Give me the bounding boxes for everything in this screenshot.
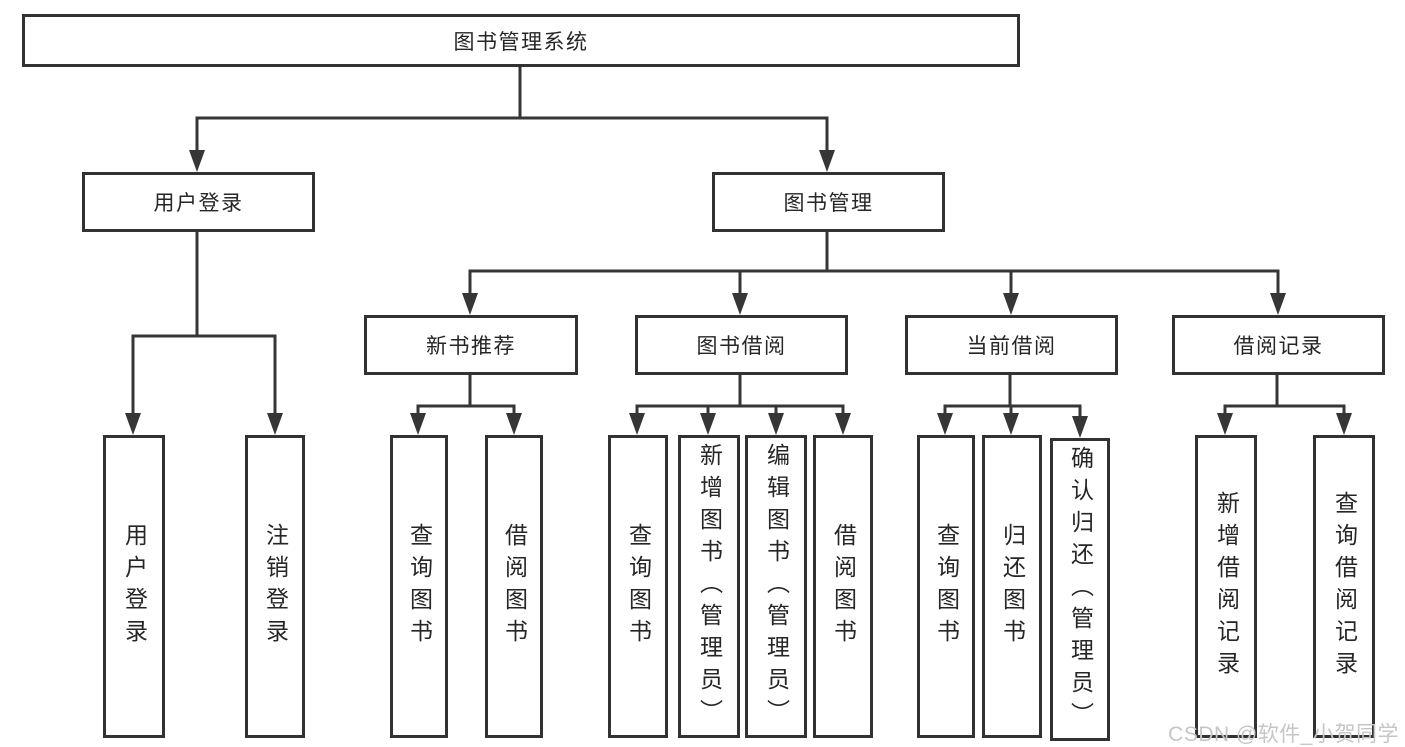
leaf-current-confirm-admin-label: 确认归还（管理员）	[1067, 445, 1094, 734]
leaf-current-return: 归还图书	[982, 435, 1042, 738]
connector-current-borrow-to-leaves	[937, 373, 1088, 438]
node-user-login-label: 用户登录	[153, 192, 244, 215]
leaf-records-add-label: 新增借阅记录	[1213, 490, 1240, 683]
leaf-borrow-add-admin: 新增图书（管理员）	[678, 435, 740, 738]
connector-borrow-records-to-leaves	[1217, 373, 1352, 435]
leaf-current-query: 查询图书	[917, 435, 975, 738]
node-root-system: 图书管理系统	[22, 14, 1020, 67]
leaf-borrow-query: 查询图书	[608, 435, 668, 738]
node-new-book-recommend-label: 新书推荐	[426, 335, 516, 358]
leaf-logout: 注销登录	[245, 435, 305, 738]
node-borrowing-records-label: 借阅记录	[1233, 335, 1324, 358]
leaf-borrow-book: 借阅图书	[813, 435, 873, 738]
leaf-borrow-query-label: 查询图书	[625, 522, 652, 651]
connector-root-to-level2	[189, 65, 835, 172]
leaf-current-confirm-admin: 确认归还（管理员）	[1050, 438, 1110, 741]
connector-book-management-to-level3	[462, 230, 1286, 315]
connector-user-login-to-leaves	[125, 230, 283, 435]
leaf-borrow-edit-admin-label: 编辑图书（管理员）	[763, 442, 790, 731]
leaf-newbooks-borrow: 借阅图书	[485, 435, 543, 738]
leaf-newbooks-query: 查询图书	[390, 435, 448, 738]
leaf-current-query-label: 查询图书	[933, 522, 960, 651]
node-current-borrowing-label: 当前借阅	[966, 335, 1057, 358]
leaf-borrow-edit-admin: 编辑图书（管理员）	[745, 435, 807, 738]
leaf-records-query: 查询借阅记录	[1313, 435, 1375, 738]
leaf-current-return-label: 归还图书	[999, 522, 1026, 651]
node-book-management: 图书管理	[712, 172, 945, 232]
leaf-records-add: 新增借阅记录	[1195, 435, 1257, 738]
leaf-newbooks-borrow-label: 借阅图书	[501, 522, 528, 651]
node-root-system-label: 图书管理系统	[453, 30, 589, 54]
connector-new-books-to-leaves	[410, 373, 522, 435]
node-borrowing-records: 借阅记录	[1172, 315, 1385, 375]
connector-book-borrow-to-leaves	[629, 373, 851, 435]
node-book-borrowing-label: 图书借阅	[696, 335, 787, 358]
leaf-borrow-book-label: 借阅图书	[830, 522, 857, 651]
node-current-borrowing: 当前借阅	[905, 315, 1118, 375]
leaf-user-login-label: 用户登录	[121, 522, 148, 651]
node-user-login: 用户登录	[82, 172, 315, 232]
leaf-borrow-add-admin-label: 新增图书（管理员）	[696, 442, 723, 731]
node-book-borrowing: 图书借阅	[635, 315, 848, 375]
leaf-user-login: 用户登录	[103, 435, 165, 738]
leaf-records-query-label: 查询借阅记录	[1331, 490, 1358, 683]
node-book-management-label: 图书管理	[783, 192, 874, 215]
leaf-logout-label: 注销登录	[262, 522, 289, 651]
node-new-book-recommend: 新书推荐	[364, 315, 578, 375]
leaf-newbooks-query-label: 查询图书	[406, 522, 433, 651]
watermark: CSDN @软件_小贺同学	[1168, 723, 1399, 746]
